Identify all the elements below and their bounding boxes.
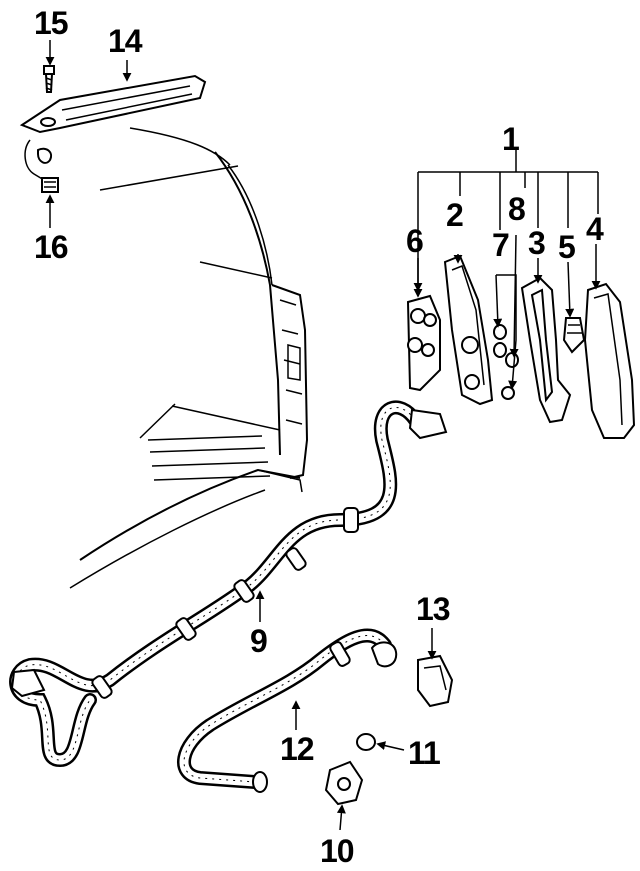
callout-9: 9 <box>250 623 267 659</box>
screw-icon <box>43 65 55 93</box>
callout-10: 10 <box>320 833 354 869</box>
callout-7: 7 <box>492 227 509 263</box>
callout-15: 15 <box>34 5 68 41</box>
grommet-10 <box>324 760 364 806</box>
callout-4: 4 <box>586 211 604 247</box>
leader-lines <box>45 40 601 831</box>
callout-12: 12 <box>280 731 314 767</box>
socket-5 <box>562 317 586 354</box>
truck-body <box>69 127 309 589</box>
callout-2: 2 <box>446 197 463 233</box>
callout-5: 5 <box>558 229 575 265</box>
bulb-7 <box>493 274 517 358</box>
gasket-3 <box>520 276 572 424</box>
bulb-8 <box>501 352 519 400</box>
callout-11: 11 <box>408 735 440 771</box>
callout-6: 6 <box>406 223 423 259</box>
wiring-harness-9 <box>9 400 448 768</box>
socket-13 <box>417 654 454 708</box>
lamp-lens-4 <box>583 282 636 439</box>
callout-labels: 1 2 3 4 5 6 7 8 9 10 11 12 13 14 15 16 <box>34 5 605 869</box>
high-mount-lamp <box>19 74 207 134</box>
bulb-11 <box>356 733 376 751</box>
socket-icon <box>24 139 59 193</box>
wiring-harness-12 <box>177 628 398 793</box>
callout-1: 1 <box>502 121 519 157</box>
callout-14: 14 <box>108 23 143 59</box>
callout-3: 3 <box>528 225 545 261</box>
callout-13: 13 <box>416 591 450 627</box>
callout-16: 16 <box>34 229 68 265</box>
lamp-part-6 <box>406 294 441 392</box>
lamp-lens-2 <box>443 254 494 406</box>
callout-8: 8 <box>508 191 525 227</box>
